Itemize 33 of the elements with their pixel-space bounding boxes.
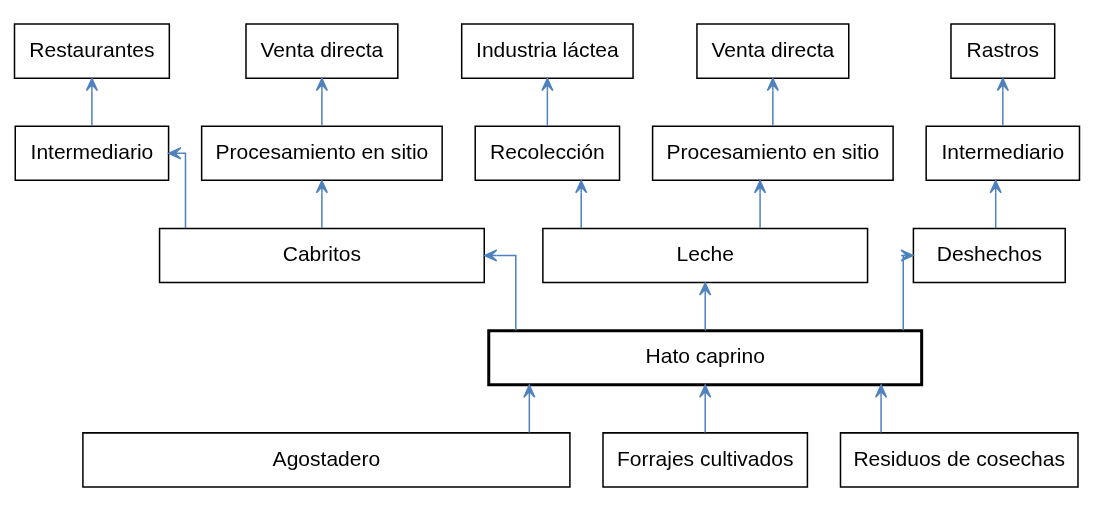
- arrow: [699, 282, 712, 332]
- node-box: Hato caprino: [487, 329, 924, 387]
- arrow: [874, 384, 888, 434]
- arrow: [168, 147, 187, 229]
- node-box: Venta directa: [245, 23, 399, 79]
- node-box: Leche: [542, 227, 869, 284]
- node-box: Intermediario: [14, 125, 170, 182]
- node-box: Industria láctea: [460, 23, 634, 79]
- node-box: Agostadero: [82, 432, 571, 488]
- node-box: Procesamiento en sitio: [651, 125, 894, 182]
- arrow: [989, 180, 1002, 229]
- node-box: Forrajes cultivados: [602, 432, 809, 488]
- arrow: [315, 77, 329, 127]
- arrow: [699, 384, 712, 434]
- node-box: Residuos de cosechas: [839, 432, 1079, 488]
- arrow: [900, 249, 914, 332]
- node-box: Deshechos: [912, 227, 1066, 284]
- node-box: Venta directa: [696, 23, 850, 79]
- node-box: Procesamiento en sitio: [200, 125, 443, 182]
- arrow: [523, 384, 536, 434]
- arrow: [753, 180, 767, 229]
- node-box: Restaurantes: [13, 23, 171, 79]
- arrow: [541, 77, 554, 127]
- arrow: [483, 249, 517, 332]
- arrow: [575, 180, 588, 229]
- arrow: [315, 180, 329, 229]
- node-box: Cabritos: [158, 227, 485, 284]
- node-box: Rastros: [950, 23, 1056, 79]
- arrow: [766, 77, 779, 127]
- arrow: [996, 77, 1009, 127]
- node-box: Intermediario: [925, 125, 1081, 182]
- node-box: Recolección: [474, 125, 621, 182]
- arrow: [85, 77, 99, 127]
